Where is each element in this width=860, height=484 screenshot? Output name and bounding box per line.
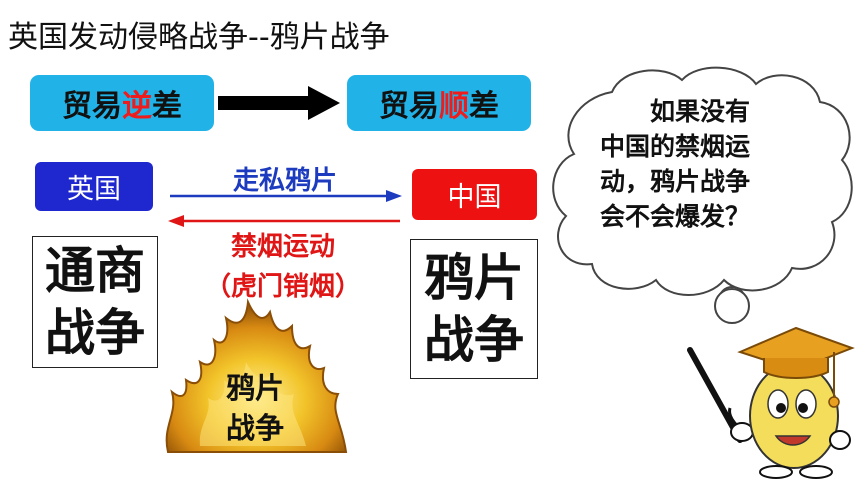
trade-deficit-highlight: 逆 [122, 89, 152, 124]
trade-surplus-pill: 贸易顺差 [347, 75, 531, 131]
trade-surplus-highlight: 顺 [439, 89, 469, 124]
trade-surplus-suffix: 差 [469, 89, 499, 124]
trade-deficit-pill: 贸易逆差 [30, 75, 214, 131]
humen-destruction-label: （虎门销烟） [204, 272, 361, 302]
smuggling-opium-label: 走私鸦片 [232, 166, 337, 196]
trade-war-line2: 战争 [45, 304, 145, 362]
china-label: 中国 [412, 169, 537, 220]
trade-deficit-prefix: 贸易 [62, 89, 122, 124]
bubble-line3: 动，鸦片战争 [600, 167, 751, 196]
arrow-right-icon [170, 190, 402, 202]
bubble-line2: 中国的禁烟运 [600, 132, 751, 161]
fire-line2: 战争 [225, 411, 284, 445]
opium-war-line2: 战争 [424, 311, 524, 369]
professor-cartoon-icon [687, 326, 855, 479]
opium-war-line1: 鸦片 [424, 249, 524, 307]
arrow-left-icon [168, 215, 400, 227]
ban-opium-movement-label: 禁烟运动 [230, 232, 335, 262]
bubble-line4: 会不会爆发？ [600, 202, 751, 231]
bubble-question-text: 如果没有 中国的禁烟运 动，鸦片战争 会不会爆发？ [600, 94, 820, 234]
small-bubble-icon [714, 288, 750, 324]
fire-line1: 鸦片 [225, 371, 284, 405]
opium-war-box: 鸦片 战争 [410, 239, 538, 379]
trade-war-line1: 通商 [45, 242, 145, 300]
trade-deficit-suffix: 差 [152, 89, 182, 124]
fire-icon [165, 298, 348, 453]
trade-surplus-prefix: 贸易 [379, 89, 439, 124]
fire-opium-war-text: 鸦片 战争 [205, 368, 305, 448]
trade-war-box: 通商 战争 [32, 236, 158, 368]
britain-label: 英国 [35, 162, 153, 211]
arrow-right-icon [218, 86, 340, 120]
slide-title: 英国发动侵略战争--鸦片战争 [8, 20, 390, 55]
bubble-line1: 如果没有 [650, 97, 751, 126]
